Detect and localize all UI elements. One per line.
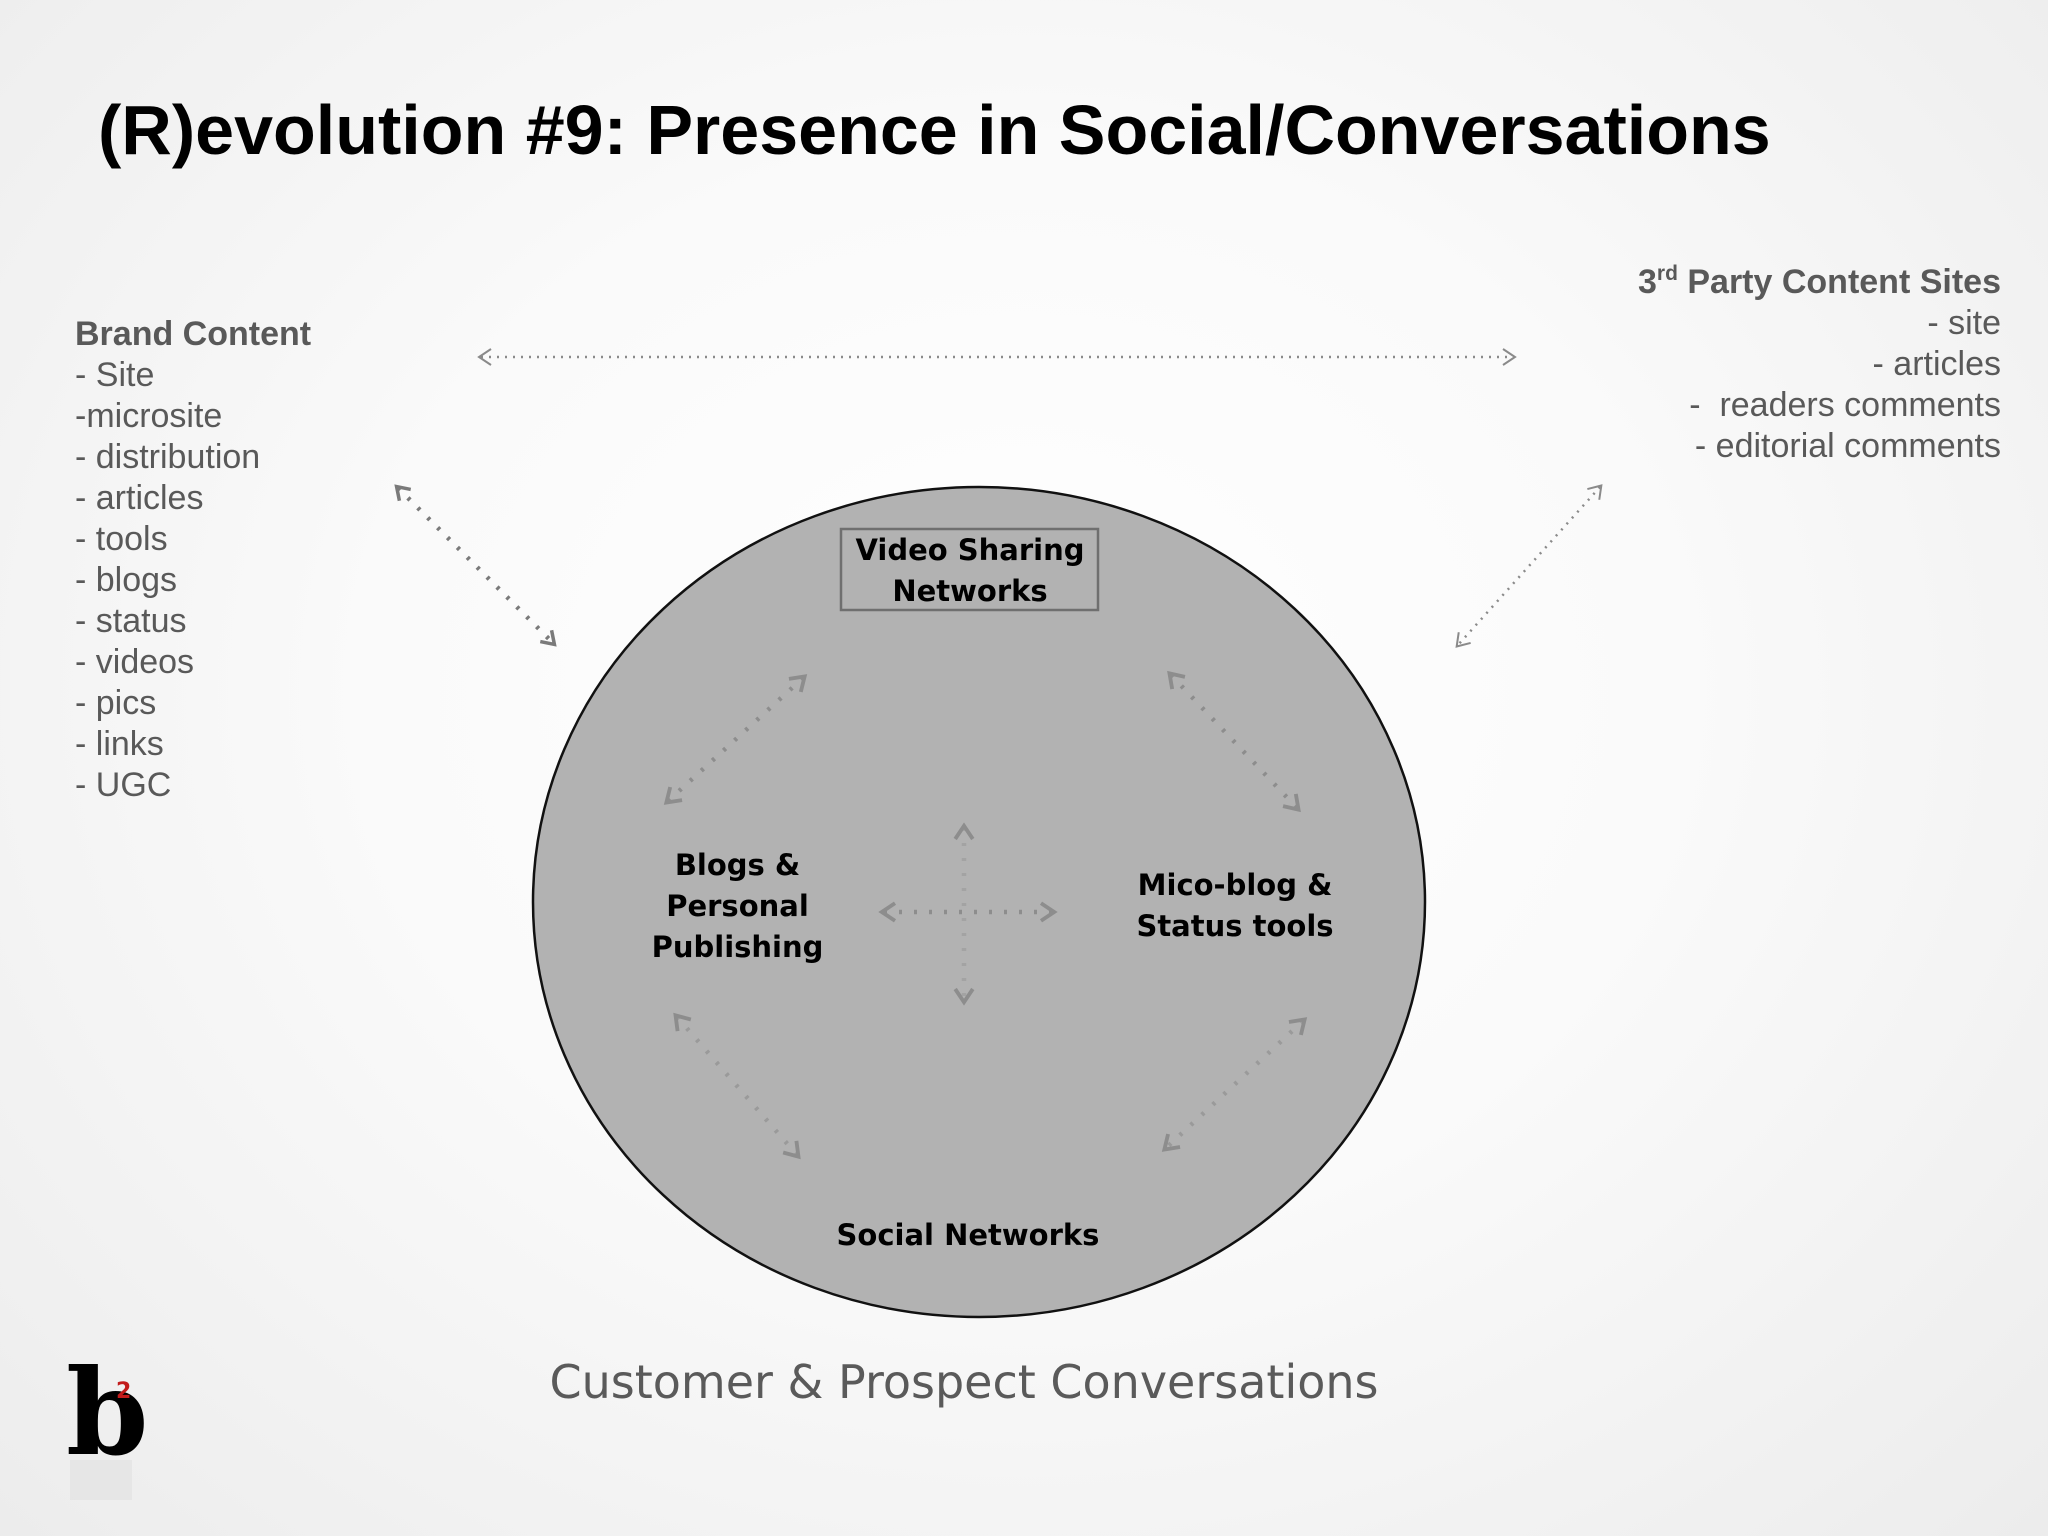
third-party-heading-number: 3: [1638, 263, 1657, 301]
third-party-item: - readers comments: [1689, 386, 2001, 424]
b2-logo: b 2: [66, 1360, 144, 1500]
brand-content-item: - distribution: [75, 438, 261, 476]
brand-content-item: - tools: [75, 520, 168, 558]
brand-content-item: - UGC: [75, 766, 172, 804]
logo-letter: b: [66, 1360, 144, 1482]
video-sharing-label: Video Sharing Networks: [855, 533, 1085, 608]
brand-content-item: - articles: [75, 479, 204, 517]
third-party-item: - articles: [1872, 345, 2001, 383]
blogs-label: Blogs & Personal Publishing: [651, 848, 824, 964]
blogs-social-arrow: [673, 1012, 801, 1160]
footer-caption: Customer & Prospect Conversations: [549, 1355, 1379, 1409]
brand-content-item: - Site: [75, 356, 155, 394]
video-sharing-box: [839, 527, 1100, 612]
brand-content-item: - blogs: [75, 561, 178, 599]
brand-content-list: Brand Content - Site -microsite - distri…: [75, 314, 311, 806]
brand-content-item: - videos: [75, 643, 195, 681]
brand-content-item: -microsite: [75, 397, 223, 435]
slide-title: (R)evolution #9: Presence in Social/Conv…: [98, 91, 1771, 169]
brand-content-item: - status: [75, 602, 187, 640]
brand-to-circle-arrow: [394, 484, 557, 647]
third-party-heading-text: Party Content Sites: [1677, 263, 2001, 301]
microblog-label: Mico-blog & Status tools: [1136, 868, 1334, 943]
third-party-heading-ordinal: rd: [1656, 262, 1678, 285]
microblog-social-arrow: [1161, 1017, 1308, 1152]
video-microblog-arrow: [1167, 670, 1301, 813]
brand-content-item: - pics: [75, 684, 157, 722]
brand-content-item: - links: [75, 725, 164, 763]
third-party-item: - editorial comments: [1694, 427, 2001, 465]
third-party-heading: 3rd Party Content Sites: [1638, 262, 2001, 303]
blogs-video-arrow: [663, 674, 808, 805]
logo-superscript: 2: [116, 1379, 131, 1404]
third-party-to-circle-arrow: [1455, 484, 1603, 648]
brand-content-heading: Brand Content: [75, 315, 312, 353]
third-party-item: - site: [1927, 304, 2001, 342]
third-party-list: 3rd Party Content Sites - site - article…: [1638, 262, 2001, 467]
social-networks-label: Social Networks: [836, 1218, 1100, 1252]
